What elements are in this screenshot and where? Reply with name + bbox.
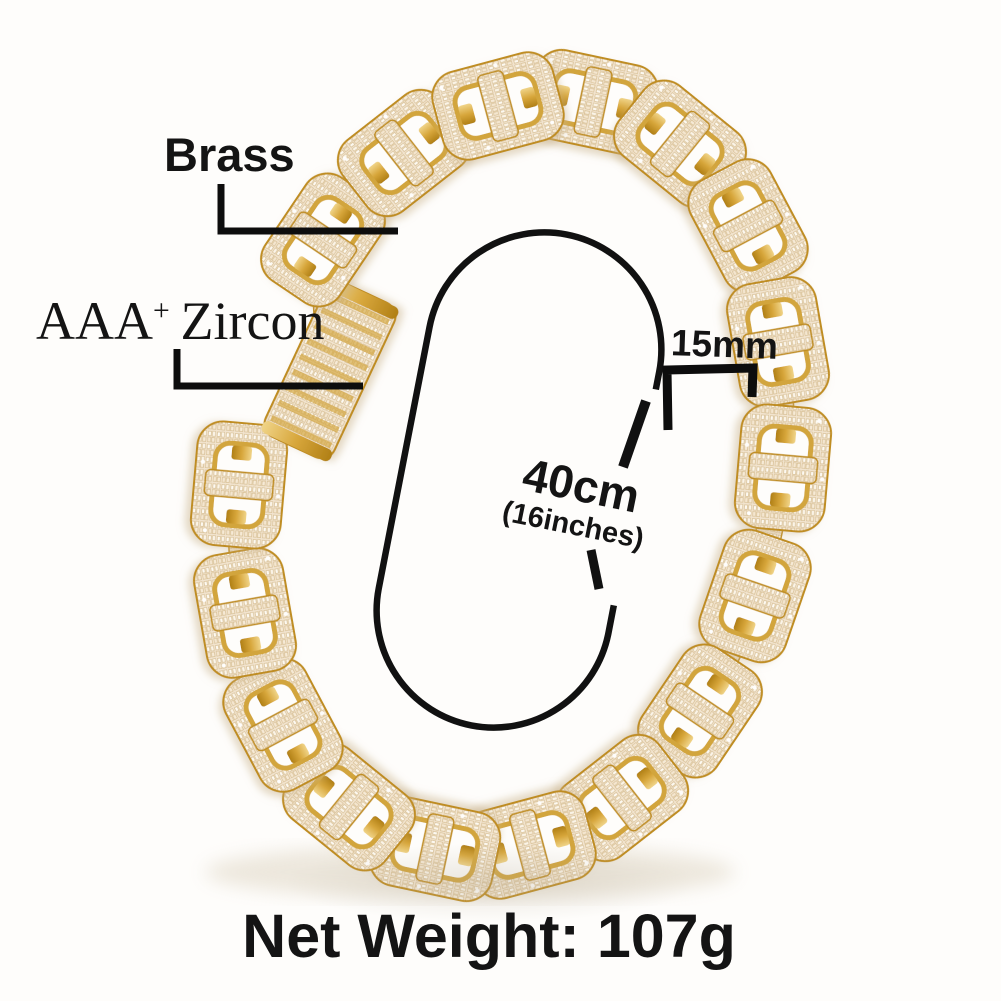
oval-gap-mask	[607, 388, 663, 607]
length-dash-top	[618, 399, 651, 469]
chain-link	[189, 420, 289, 550]
length-dash-bottom	[586, 549, 604, 590]
chain-link	[698, 528, 812, 664]
chain-link	[193, 547, 297, 679]
material-label: Brass	[164, 128, 295, 181]
chain-link	[687, 158, 809, 294]
necklace-shadow	[205, 828, 775, 938]
stone-label-plus: +	[153, 295, 170, 327]
width-bracket	[662, 363, 758, 431]
stone-label: AAA+ Zircon	[36, 294, 325, 348]
chain-link	[733, 403, 833, 533]
chain-link	[637, 643, 763, 779]
link-width-label: 15mm	[670, 322, 779, 367]
chain-link	[222, 657, 344, 793]
chain-link	[431, 51, 565, 161]
stone-label-grade: AAA	[36, 291, 153, 351]
chain	[189, 48, 833, 903]
zircon-callout-line	[173, 349, 363, 390]
chain-link	[260, 172, 386, 308]
stone-label-word: Zircon	[180, 291, 325, 351]
brass-callout-line	[217, 184, 398, 235]
net-weight-label: Net Weight: 107g	[242, 902, 736, 970]
chain-link	[463, 790, 597, 900]
